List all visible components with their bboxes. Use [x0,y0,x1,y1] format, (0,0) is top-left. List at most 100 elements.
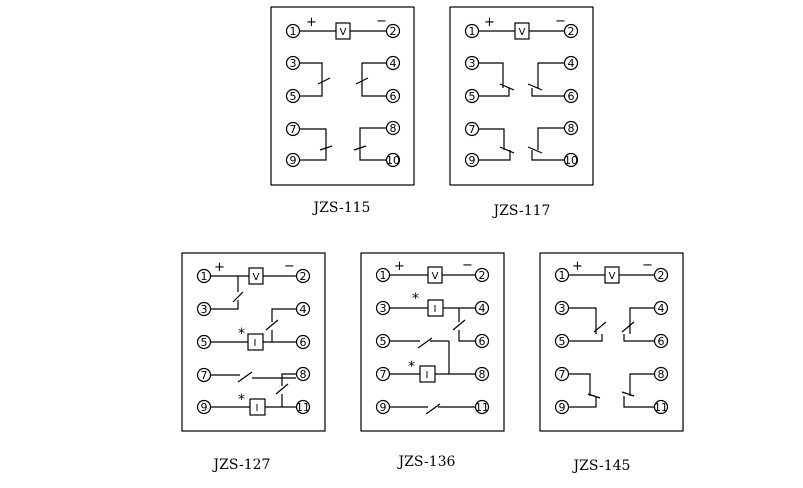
terminal: 9 [285,152,301,168]
svg-text:1: 1 [469,25,476,38]
svg-text:4: 4 [300,303,307,316]
svg-text:11: 11 [654,401,668,414]
current-coil: I [247,333,264,351]
contact [417,337,433,349]
relay-label-jzs117: JZS-117 [492,203,551,219]
contact [275,383,289,395]
contact [265,319,279,331]
svg-text:4: 4 [479,302,486,315]
svg-text:2: 2 [658,269,665,282]
minus-sign: − [284,259,295,274]
relay-frame [449,6,594,186]
terminal: 7 [375,366,391,382]
terminal: 3 [554,300,570,316]
voltage-coil: V [248,267,264,285]
terminal: 5 [554,333,570,349]
contact [355,77,369,85]
terminal: 8 [563,120,579,136]
relay-frame [360,252,505,432]
terminal: 10 [563,152,579,168]
voltage-coil: V [604,266,620,284]
contact [232,291,244,303]
contact [527,146,543,154]
current-coil: I [427,299,444,317]
terminal: 6 [295,334,311,350]
voltage-coil: V [427,266,443,284]
svg-text:I: I [256,403,259,414]
terminal: 1 [554,267,570,283]
terminal: 7 [196,367,212,383]
svg-text:1: 1 [201,270,208,283]
terminal: 7 [554,366,570,382]
asterisk-mark: * [408,359,415,375]
relay-label-jzs145: JZS-145 [572,458,631,474]
relay-diagram-jzs127: 1 2 3 4 5 6 7 8 9 11 + − V * I * I [181,252,326,432]
svg-text:3: 3 [380,302,387,315]
contact [527,83,543,91]
terminal: 3 [285,55,301,71]
terminal: 8 [385,120,401,136]
plus-sign: + [394,259,405,274]
svg-text:7: 7 [380,368,387,381]
terminal: 3 [196,301,212,317]
terminal: 7 [285,121,301,137]
terminal: 5 [196,334,212,350]
terminal: 9 [196,399,212,415]
relay-diagram-jzs115: 1 2 3 4 5 6 7 8 9 10 + − V [270,6,415,186]
terminal: 7 [464,121,480,137]
terminal: 11 [653,399,669,415]
contact [621,321,635,333]
svg-text:9: 9 [380,401,387,414]
terminal: 3 [375,300,391,316]
terminal: 2 [385,23,401,39]
svg-text:4: 4 [390,57,397,70]
terminal: 4 [385,55,401,71]
asterisk-mark: * [238,392,245,408]
svg-text:2: 2 [479,269,486,282]
svg-text:8: 8 [658,368,665,381]
relay-label-jzs127: JZS-127 [212,457,271,473]
terminal: 4 [295,301,311,317]
plus-sign: + [484,15,495,30]
terminal: 8 [295,366,311,382]
svg-text:3: 3 [290,57,297,70]
svg-text:5: 5 [380,335,387,348]
svg-text:7: 7 [290,123,297,136]
contact [621,391,635,397]
terminal: 2 [474,267,490,283]
terminal: 5 [464,88,480,104]
svg-text:V: V [609,271,616,282]
relay-frame [539,252,684,432]
svg-text:2: 2 [390,25,397,38]
terminal: 6 [385,88,401,104]
contact [425,403,441,415]
terminal: 4 [563,55,579,71]
terminal: 2 [653,267,669,283]
svg-text:9: 9 [559,401,566,414]
svg-text:8: 8 [300,368,307,381]
terminal: 11 [474,399,490,415]
terminal: 8 [653,366,669,382]
terminal: 5 [285,88,301,104]
terminal: 4 [474,300,490,316]
terminal: 6 [563,88,579,104]
svg-text:7: 7 [201,369,208,382]
svg-text:7: 7 [559,368,566,381]
terminal: 3 [464,55,480,71]
svg-text:2: 2 [300,270,307,283]
terminal: 1 [285,23,301,39]
svg-text:6: 6 [479,335,486,348]
svg-text:11: 11 [296,401,310,414]
svg-text:8: 8 [390,122,397,135]
terminal: 9 [554,399,570,415]
svg-text:2: 2 [568,25,575,38]
contact [499,83,515,91]
asterisk-mark: * [238,326,245,342]
contact [593,321,607,333]
svg-text:6: 6 [658,335,665,348]
terminal: 1 [464,23,480,39]
current-coil: I [419,365,436,383]
relay-diagram-jzs136: 1 2 3 4 5 6 7 8 9 11 + − V * I * I [360,252,505,432]
plus-sign: + [214,260,225,275]
svg-text:9: 9 [469,154,476,167]
